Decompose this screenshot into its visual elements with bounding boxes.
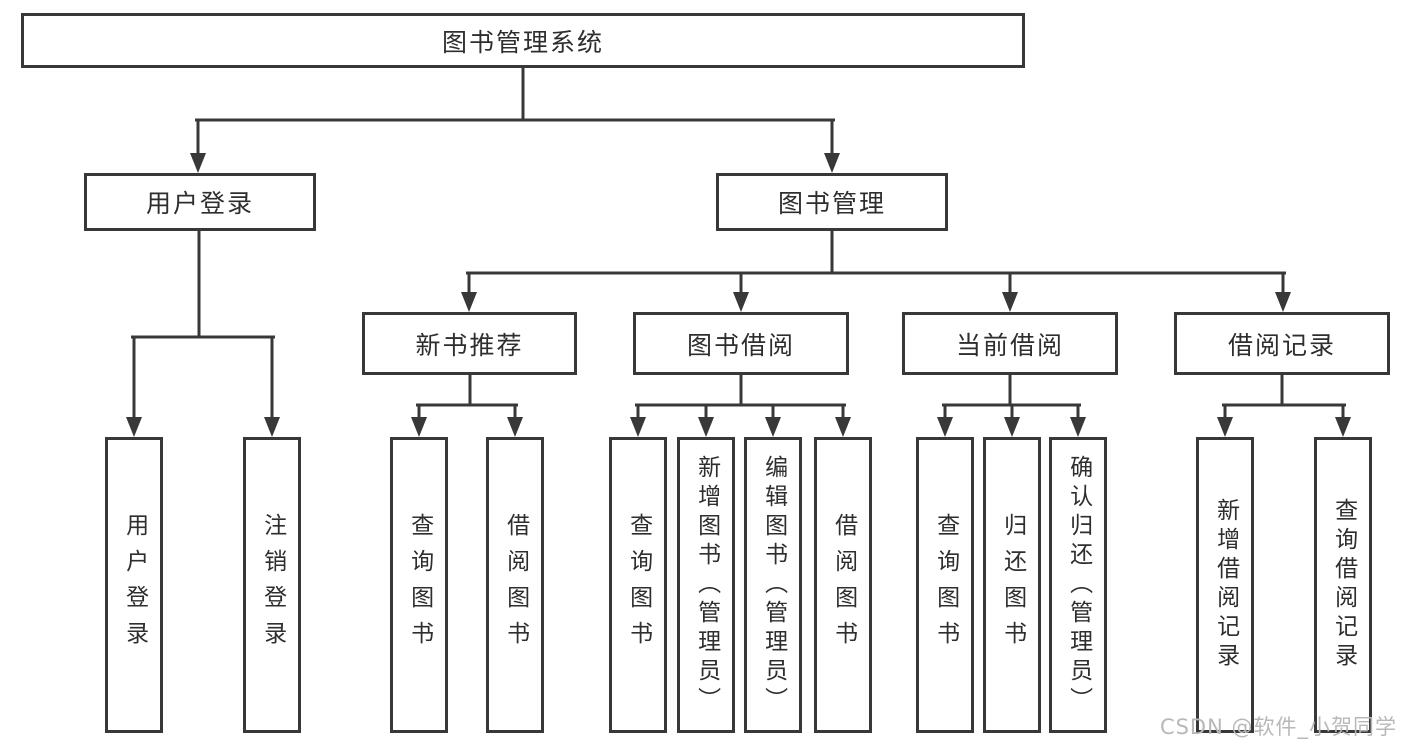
node-new-book-recommendation-label: 新书推荐 — [415, 330, 524, 360]
node-root: 图书管理系统 — [21, 13, 1025, 68]
node-current-borrowing-label: 当前借阅 — [955, 330, 1064, 360]
leaf-confirm-return-admin-label: 确认归还（管理员） — [1065, 454, 1092, 716]
node-book-management: 图书管理 — [716, 173, 948, 231]
leaf-recommend-query-books: 查询图书 — [390, 437, 448, 733]
leaf-borrowing-borrow-books-label: 借阅图书 — [830, 513, 857, 657]
csdn-watermark: CSDN @软件_小贺同学 — [1159, 715, 1397, 739]
leaf-user-login-label: 用户登录 — [121, 513, 148, 657]
node-borrowing-records-label: 借阅记录 — [1227, 330, 1336, 360]
leaf-recommend-borrow-books-label: 借阅图书 — [502, 513, 529, 657]
leaf-borrowing-query-books-label: 查询图书 — [625, 513, 652, 657]
leaf-add-borrow-record-label: 新增借阅记录 — [1212, 498, 1239, 672]
node-current-borrowing: 当前借阅 — [902, 312, 1118, 375]
leaf-recommend-query-books-label: 查询图书 — [406, 513, 433, 657]
node-book-borrowing: 图书借阅 — [633, 312, 849, 375]
leaf-user-login: 用户登录 — [105, 437, 163, 733]
node-root-label: 图书管理系统 — [441, 27, 604, 57]
leaf-borrowing-query-books: 查询图书 — [609, 437, 667, 733]
leaf-add-books-admin-label: 新增图书（管理员） — [693, 454, 720, 716]
node-borrowing-records: 借阅记录 — [1174, 312, 1390, 375]
leaf-add-books-admin: 新增图书（管理员） — [677, 437, 735, 733]
leaf-return-books-label: 归还图书 — [999, 513, 1026, 657]
leaf-recommend-borrow-books: 借阅图书 — [486, 437, 544, 733]
leaf-confirm-return-admin: 确认归还（管理员） — [1049, 437, 1107, 733]
leaf-current-query-books-label: 查询图书 — [932, 513, 959, 657]
node-new-book-recommendation: 新书推荐 — [362, 312, 577, 375]
leaf-current-query-books: 查询图书 — [916, 437, 974, 733]
leaf-edit-books-admin: 编辑图书（管理员） — [744, 437, 802, 733]
node-user-login: 用户登录 — [84, 173, 316, 231]
leaf-borrowing-borrow-books: 借阅图书 — [814, 437, 872, 733]
leaf-return-books: 归还图书 — [983, 437, 1041, 733]
leaf-logout: 注销登录 — [243, 437, 301, 733]
node-book-management-label: 图书管理 — [777, 189, 886, 218]
node-book-borrowing-label: 图书借阅 — [686, 330, 795, 360]
node-user-login-label: 用户登录 — [145, 189, 254, 218]
leaf-query-borrow-record-label: 查询借阅记录 — [1330, 498, 1357, 672]
leaf-add-borrow-record: 新增借阅记录 — [1196, 437, 1254, 733]
leaf-logout-label: 注销登录 — [259, 513, 286, 657]
leaf-edit-books-admin-label: 编辑图书（管理员） — [760, 454, 787, 716]
leaf-query-borrow-record: 查询借阅记录 — [1314, 437, 1372, 733]
